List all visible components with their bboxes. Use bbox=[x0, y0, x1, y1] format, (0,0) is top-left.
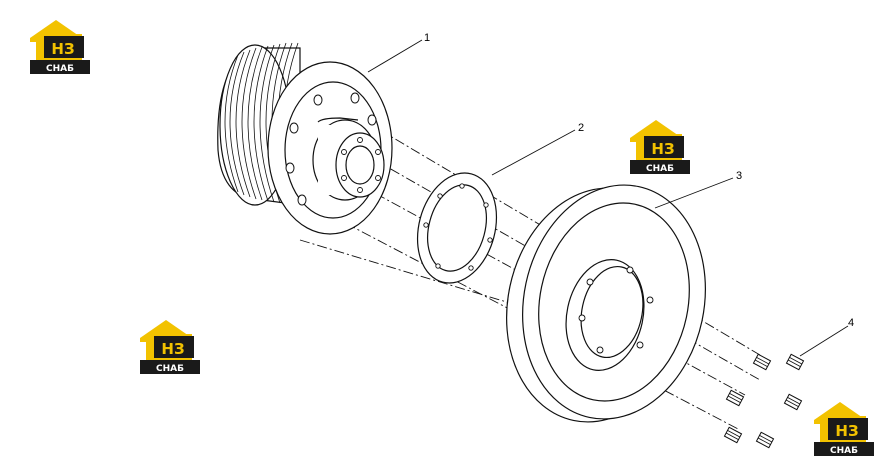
watermark-logo: НЗ СНАБ bbox=[630, 120, 690, 174]
part-3-damper bbox=[506, 184, 706, 423]
callout-2: 2 bbox=[578, 122, 584, 134]
svg-text:СНАБ: СНАБ bbox=[830, 446, 858, 456]
svg-text:НЗ: НЗ bbox=[161, 340, 184, 358]
callout-4: 4 bbox=[848, 317, 854, 329]
watermark-logo: НЗ СНАБ bbox=[814, 402, 874, 456]
svg-text:СНАБ: СНАБ bbox=[46, 64, 74, 74]
svg-text:НЗ: НЗ bbox=[651, 140, 674, 158]
part-2-plate bbox=[416, 172, 498, 284]
svg-text:НЗ: НЗ bbox=[51, 40, 74, 58]
svg-text:СНАБ: СНАБ bbox=[156, 364, 184, 374]
svg-text:СНАБ: СНАБ bbox=[646, 164, 674, 174]
watermark-logo: НЗ СНАБ bbox=[30, 20, 90, 74]
leader-lines bbox=[367, 39, 849, 357]
callout-1: 1 bbox=[424, 32, 430, 44]
watermark-logo: НЗ СНАБ bbox=[140, 320, 200, 374]
svg-text:НЗ: НЗ bbox=[835, 422, 858, 440]
callout-3: 3 bbox=[736, 170, 742, 182]
part-1-pulley bbox=[217, 42, 393, 235]
part-4-bolts bbox=[723, 353, 805, 449]
